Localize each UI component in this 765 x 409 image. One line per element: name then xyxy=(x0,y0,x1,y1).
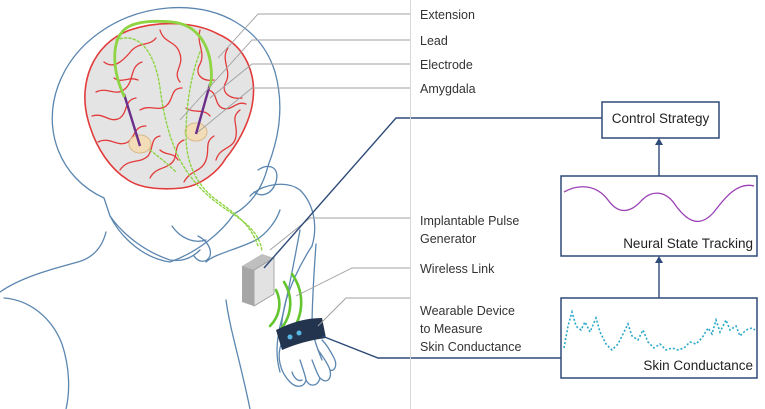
neural-state-trace xyxy=(563,184,755,222)
leader-lines xyxy=(179,13,411,327)
extension-wire xyxy=(115,37,263,253)
brain xyxy=(84,22,255,190)
skin-conductance-trace xyxy=(563,309,756,352)
label-extension: Extension xyxy=(420,8,475,22)
label-lead: Lead xyxy=(420,34,448,48)
brain-folds xyxy=(91,29,247,183)
control-strategy-box xyxy=(601,101,720,139)
pulse-generator xyxy=(242,254,275,307)
panel-divider xyxy=(410,0,411,409)
wearable-device xyxy=(276,318,326,350)
label-ipg-line1: Implantable Pulse xyxy=(420,214,520,228)
control-strategy-title: Control Strategy xyxy=(611,111,710,126)
neck-outline xyxy=(205,209,281,263)
label-amygdala: Amygdala xyxy=(420,82,476,96)
label-wearable-line1: Wearable Device xyxy=(420,304,515,318)
label-electrode: Electrode xyxy=(420,58,473,72)
lead-wire xyxy=(113,19,213,98)
arrowheads xyxy=(655,138,663,263)
sensor-dot-2 xyxy=(296,330,302,336)
label-wearable-line2: to Measure xyxy=(420,322,483,336)
arrow-to-neural xyxy=(655,256,663,263)
label-ipg-line2: Generator xyxy=(420,232,477,246)
label-wireless-link: Wireless Link xyxy=(420,262,495,276)
skin-conductance-box xyxy=(560,297,758,379)
sensor-dot-1 xyxy=(287,334,293,340)
arm-outline xyxy=(276,229,301,373)
electrode-left xyxy=(122,93,142,147)
head-outline xyxy=(51,6,281,263)
label-wearable-line3: Skin Conductance xyxy=(420,340,522,354)
neural-state-title: Neural State Tracking xyxy=(623,236,753,251)
skin-conductance-title: Skin Conductance xyxy=(643,358,753,373)
torso-outline xyxy=(0,231,107,293)
connectors xyxy=(263,117,660,359)
electrode-right xyxy=(194,83,212,135)
arrow-to-control xyxy=(655,138,663,145)
leads xyxy=(113,19,263,253)
ear-outline xyxy=(253,165,278,196)
face-outline xyxy=(109,215,201,262)
